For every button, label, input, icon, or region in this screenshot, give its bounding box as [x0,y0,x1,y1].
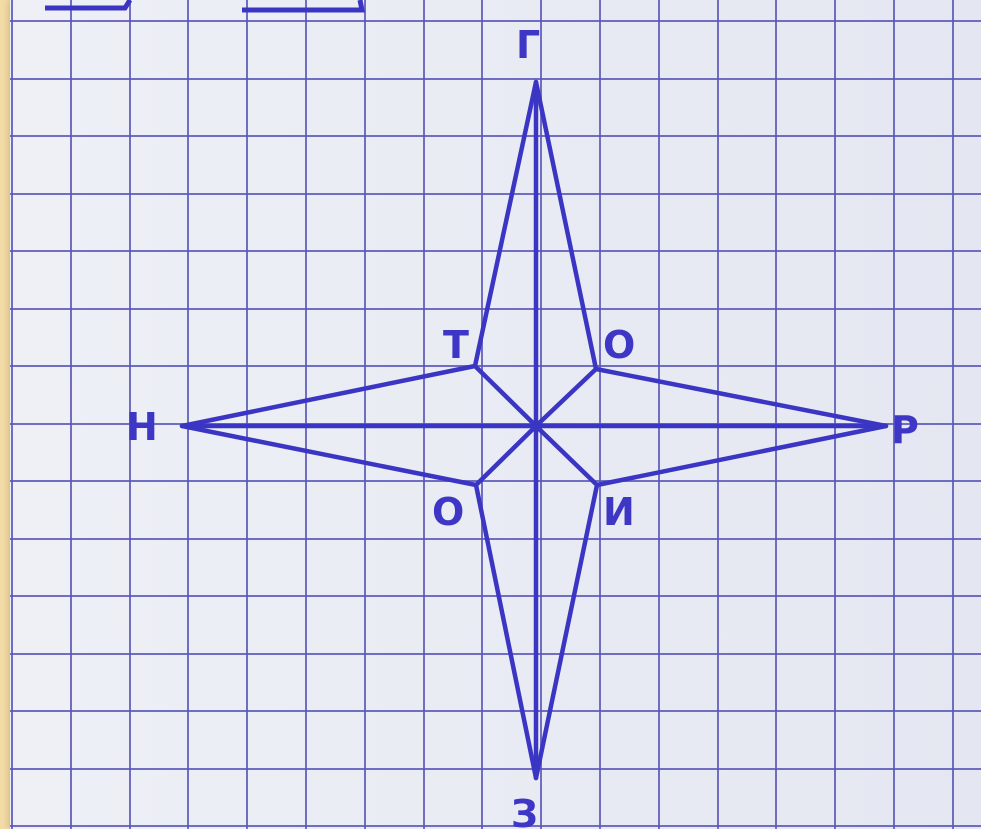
star-outline [179,79,889,781]
top-mark-left [45,0,133,11]
label-lower-right: И [603,490,635,534]
diagonal-upper-right [533,366,599,429]
star-figure [179,79,889,781]
label-upper-left: Т [443,323,469,367]
label-upper-right: О [603,323,635,367]
label-left: Н [126,405,158,449]
label-bottom: З [511,792,538,829]
diagonal-lower-left [473,423,539,488]
top-mark-right [242,0,366,13]
diagonal-upper-left [472,363,539,429]
top-edge-marks [45,0,366,13]
vertex-labels: Г Т О Н Р О И З [126,23,919,829]
label-right: Р [891,408,919,452]
label-lower-left: О [432,490,464,534]
diagonal-lower-right [533,423,600,488]
label-top: Г [516,23,540,67]
